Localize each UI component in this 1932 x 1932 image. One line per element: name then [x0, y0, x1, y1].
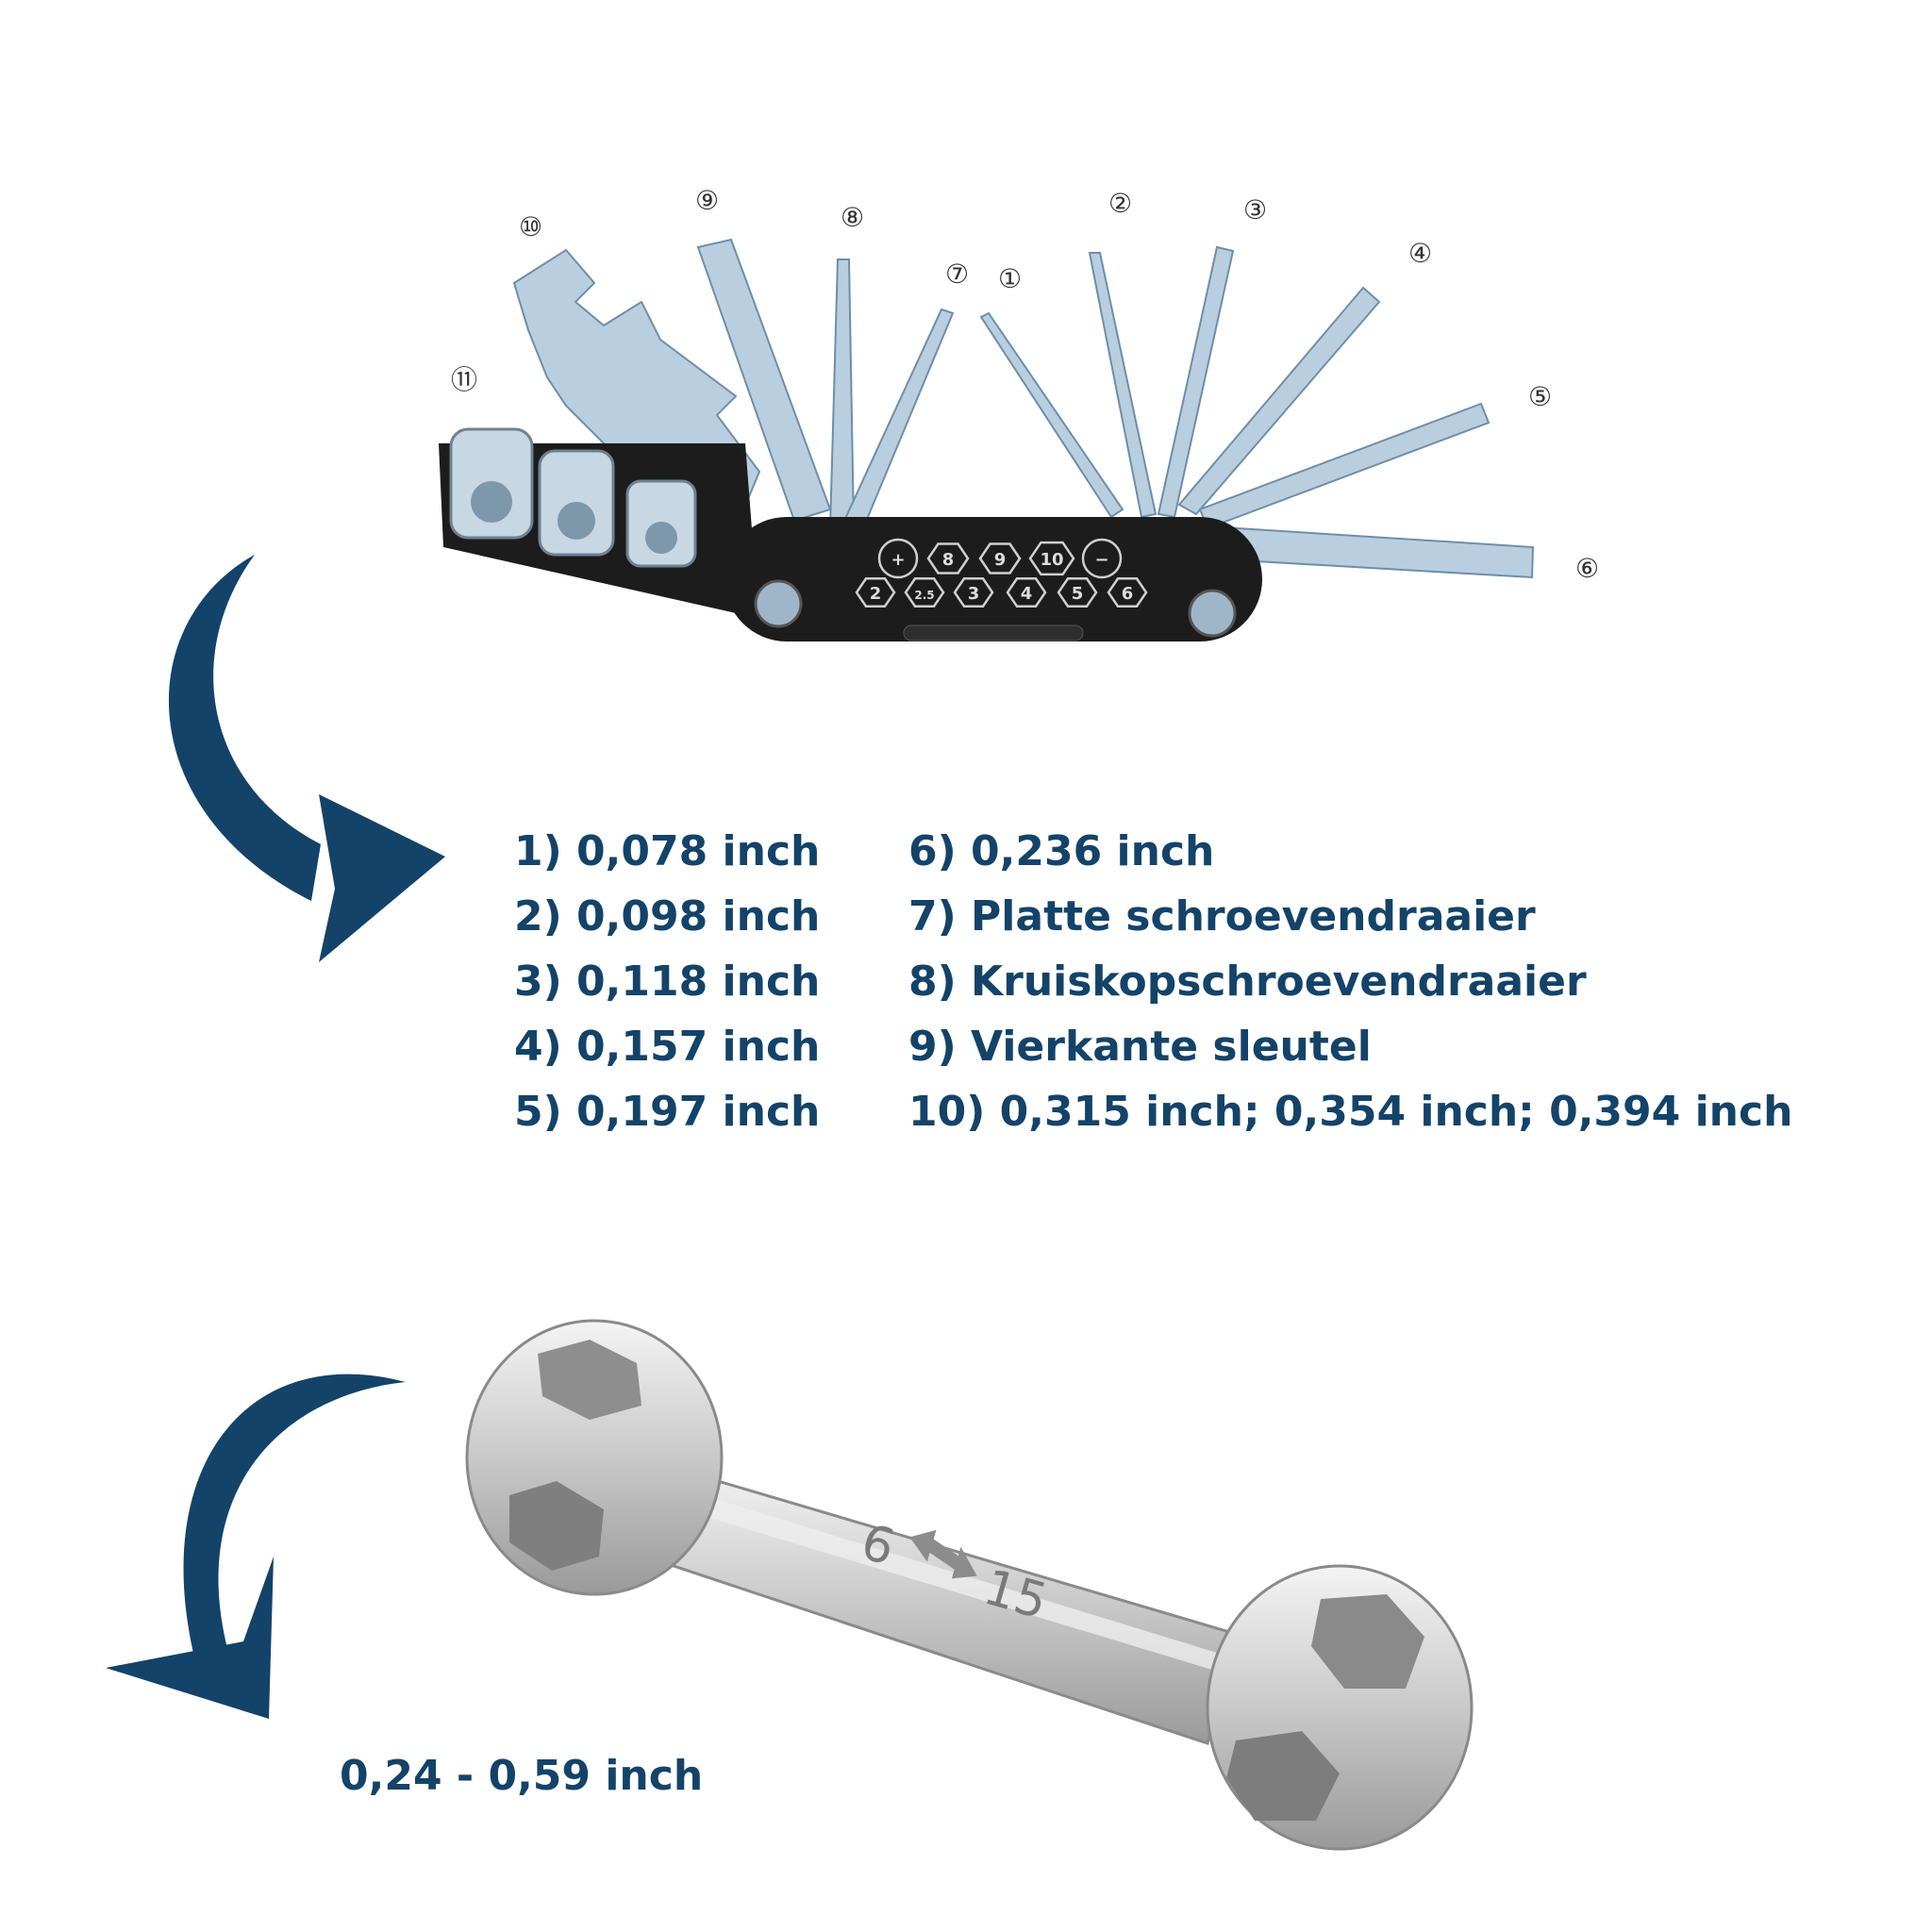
size-mark-outline [1081, 538, 1123, 579]
size-mark-outline [926, 542, 970, 575]
size-mark-label: 3 [968, 584, 980, 604]
callout-numbers: ① ② ③ ④ ⑤ ⑥ ⑦ ⑧ ⑨ ⑩ ⑪ [451, 185, 1599, 584]
size-mark-outline [1028, 541, 1075, 576]
size-mark-outline [978, 542, 1022, 575]
spec-item: 5) 0,197 inch [514, 1088, 821, 1136]
size-mark-outline [904, 577, 945, 608]
spec-list-right: 6) 0,236 inch 7) Platte schroevendraaier 8… [908, 819, 1792, 1144]
size-mark-label: 5 [1072, 584, 1084, 604]
body-bolt-left [754, 579, 803, 628]
curved-arrow-icon [168, 555, 445, 962]
spec-item: 1) 0,078 inch [514, 827, 821, 875]
spec-item: 8) Kruiskopschroevendraaier [908, 958, 1587, 1006]
tool-blades [512, 238, 1535, 579]
spec-item: 4) 0,157 inch [514, 1023, 821, 1071]
size-mark-label: 2 [870, 584, 882, 604]
callout-number: ⑪ [451, 364, 477, 395]
callout-number: ⑦ [945, 258, 969, 290]
callout-number: ① [998, 263, 1022, 294]
spec-item: 7) Platte schroevendraaier [908, 892, 1536, 941]
body-bolt-right [1188, 589, 1237, 638]
size-mark-outline [855, 577, 896, 608]
spec-item: 2) 0,098 inch [514, 892, 821, 941]
callout-number: ④ [1408, 238, 1432, 269]
wrench-size-text: 0,24 - 0,59 inch [340, 1752, 704, 1800]
double-arrow-icon [909, 1529, 977, 1579]
size-mark-label: 8 [942, 550, 955, 570]
callout-number: ⑨ [695, 185, 719, 216]
size-mark-label: + [891, 550, 905, 570]
spec-item: 6) 0,236 inch [908, 827, 1215, 875]
spec-item: 3) 0,118 inch [514, 958, 821, 1006]
multitool-body [724, 517, 1262, 641]
wrench-bar [649, 1462, 1238, 1745]
hex-key-2 [1088, 252, 1158, 519]
hex-key-4 [1177, 286, 1381, 516]
callout-number: ③ [1243, 194, 1267, 225]
size-mark-label: 6 [1122, 584, 1134, 604]
size-mark-outline [1006, 577, 1047, 608]
size-mark-outline [953, 577, 994, 608]
spec-item: 10) 0,315 inch; 0,354 inch; 0,394 inch [908, 1088, 1793, 1136]
spec-list-left: 1) 0,078 inch 2) 0,098 inch 3) 0,118 inch 4… [514, 819, 820, 1144]
size-mark-label: 2.5 [914, 589, 934, 602]
callout-number: ⑩ [519, 211, 542, 242]
callout-number: ⑤ [1528, 381, 1552, 412]
size-mark-outline [1107, 577, 1148, 608]
callout-number: ⑧ [841, 202, 864, 233]
size-mark-outline [877, 538, 919, 579]
size-mark-label: − [1094, 550, 1108, 570]
callout-number: ② [1108, 188, 1132, 219]
body-size-marks: +8 9 10 − 2 2.5 3 4 5 6 [855, 538, 1148, 608]
curved-arrow-icon [106, 1374, 406, 1719]
size-mark-label: 9 [994, 550, 1007, 570]
callout-number: ⑥ [1575, 553, 1599, 584]
hex-key-1 [979, 311, 1124, 519]
size-mark-label: 10 [1040, 550, 1063, 570]
size-mark-outline [1057, 577, 1098, 608]
size-mark-label: 4 [1021, 584, 1033, 604]
spec-item: 9) Vierkante sleutel [908, 1023, 1372, 1071]
